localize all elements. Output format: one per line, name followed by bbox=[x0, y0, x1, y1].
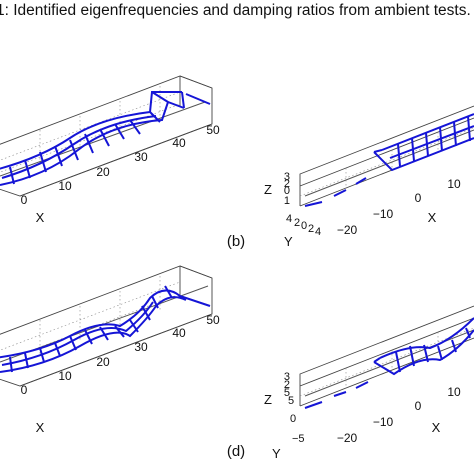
panel-d: −20 −10 0 10 X −5 0 5 Y 3 2 5 Z (d) bbox=[227, 305, 474, 461]
panel-a-x-tick: 40 bbox=[172, 136, 186, 150]
panel-a-x-tick: 0 bbox=[21, 193, 28, 207]
panel-b-z-tick: 1 bbox=[284, 195, 290, 207]
panel-c-x-tick: 30 bbox=[134, 340, 148, 354]
panel-b-z-tick: 0 bbox=[284, 185, 290, 197]
panel-d-z-tick: 5 bbox=[284, 387, 290, 399]
panel-d-x-ticks: −20 −10 0 10 bbox=[337, 385, 461, 445]
panel-c-bounding-box bbox=[0, 265, 213, 387]
panel-b-y-tick: 4 bbox=[286, 213, 292, 225]
panel-a-x-tick: 20 bbox=[96, 165, 110, 179]
panel-b-z-axis-label: Z bbox=[264, 182, 272, 197]
panel-c-x-tick: 40 bbox=[172, 326, 186, 340]
panel-b-undeformed-line bbox=[304, 129, 474, 197]
panel-b-x-tick: −10 bbox=[373, 207, 394, 221]
panel-a-x-tick: 10 bbox=[58, 179, 72, 193]
panel-a-x-tick: 30 bbox=[134, 150, 148, 164]
panel-b-z-tick: 2 bbox=[284, 178, 290, 190]
panel-d-z-tick: 3 bbox=[284, 371, 290, 383]
panel-d-y-tick: 5 bbox=[288, 395, 294, 407]
panel-d-x-tick: −10 bbox=[373, 415, 394, 429]
panel-d-grid bbox=[299, 327, 474, 397]
panel-a-x-ticks: 0 10 20 30 40 50 bbox=[21, 123, 220, 207]
panel-b-bounding-box bbox=[299, 105, 474, 207]
panel-d-y-tick: −5 bbox=[292, 433, 305, 445]
panel-d-label: (d) bbox=[227, 443, 245, 460]
panel-b-grid bbox=[299, 127, 474, 197]
panel-b-y-tick: 2 bbox=[294, 217, 300, 229]
panel-a-x-axis-label: X bbox=[36, 210, 45, 225]
panel-c-mode-shape bbox=[0, 285, 211, 373]
panel-d-x-tick: 10 bbox=[447, 385, 461, 399]
panel-b-y-tick: 0 bbox=[301, 220, 307, 232]
panel-b-y-ticks: 4 2 0 2 4 bbox=[286, 213, 321, 238]
panel-b-x-axis-label: X bbox=[428, 210, 437, 225]
panel-a-mode-shape bbox=[0, 91, 211, 186]
panel-b-y-axis-label: Y bbox=[284, 234, 293, 249]
panel-d-x-tick: −20 bbox=[337, 431, 358, 445]
panel-c-x-tick: 10 bbox=[58, 369, 72, 383]
panel-a-x-tick: 50 bbox=[206, 123, 220, 137]
panel-c-x-ticks: 0 10 20 30 40 50 bbox=[21, 313, 220, 397]
panel-d-y-ticks: −5 0 5 bbox=[288, 395, 305, 445]
panel-b-x-tick: −20 bbox=[337, 223, 358, 237]
panel-b-y-tick: 4 bbox=[315, 226, 321, 238]
panel-b-mode-shape bbox=[304, 113, 474, 207]
panel-c: 0 10 20 30 40 50 X bbox=[0, 265, 220, 435]
panel-b-y-tick: 2 bbox=[308, 223, 314, 235]
panel-d-x-axis-label: X bbox=[432, 420, 441, 435]
panel-c-x-tick: 20 bbox=[96, 355, 110, 369]
panel-b-label: (b) bbox=[227, 233, 245, 250]
panel-d-z-tick: 2 bbox=[284, 379, 290, 391]
panel-b-z-ticks: 3 2 0 1 bbox=[284, 171, 290, 207]
panel-d-mode-shape bbox=[304, 317, 474, 409]
panel-c-x-tick: 50 bbox=[206, 313, 220, 327]
panel-d-x-tick: 0 bbox=[415, 399, 422, 413]
panel-d-y-axis-label: Y bbox=[272, 446, 281, 461]
panel-d-bounding-box bbox=[299, 305, 474, 407]
panel-a-x-axis-line bbox=[19, 123, 213, 197]
panel-b-x-tick: 0 bbox=[415, 191, 422, 205]
panel-a-grid bbox=[0, 86, 181, 173]
panel-c-grid bbox=[0, 276, 181, 363]
panel-a: 0 10 20 30 40 50 X bbox=[0, 75, 220, 225]
panel-d-z-ticks: 3 2 5 bbox=[284, 371, 290, 399]
panel-d-y-tick: 0 bbox=[290, 413, 296, 425]
panel-b-x-ticks: −20 −10 0 10 bbox=[337, 177, 461, 237]
panel-a-undeformed-line bbox=[0, 101, 206, 177]
panel-b: −20 −10 0 10 X 4 2 0 2 4 Y 3 2 0 1 Z (b) bbox=[227, 105, 474, 250]
panel-c-x-axis-label: X bbox=[36, 420, 45, 435]
panel-b-x-tick: 10 bbox=[447, 177, 461, 191]
panel-c-x-axis-line bbox=[19, 313, 213, 387]
panel-c-x-tick: 0 bbox=[21, 383, 28, 397]
figure-caption: 1: Identified eigenfrequencies and dampi… bbox=[0, 2, 471, 19]
panel-b-z-tick: 3 bbox=[284, 171, 290, 183]
panel-d-z-axis-label: Z bbox=[264, 392, 272, 407]
